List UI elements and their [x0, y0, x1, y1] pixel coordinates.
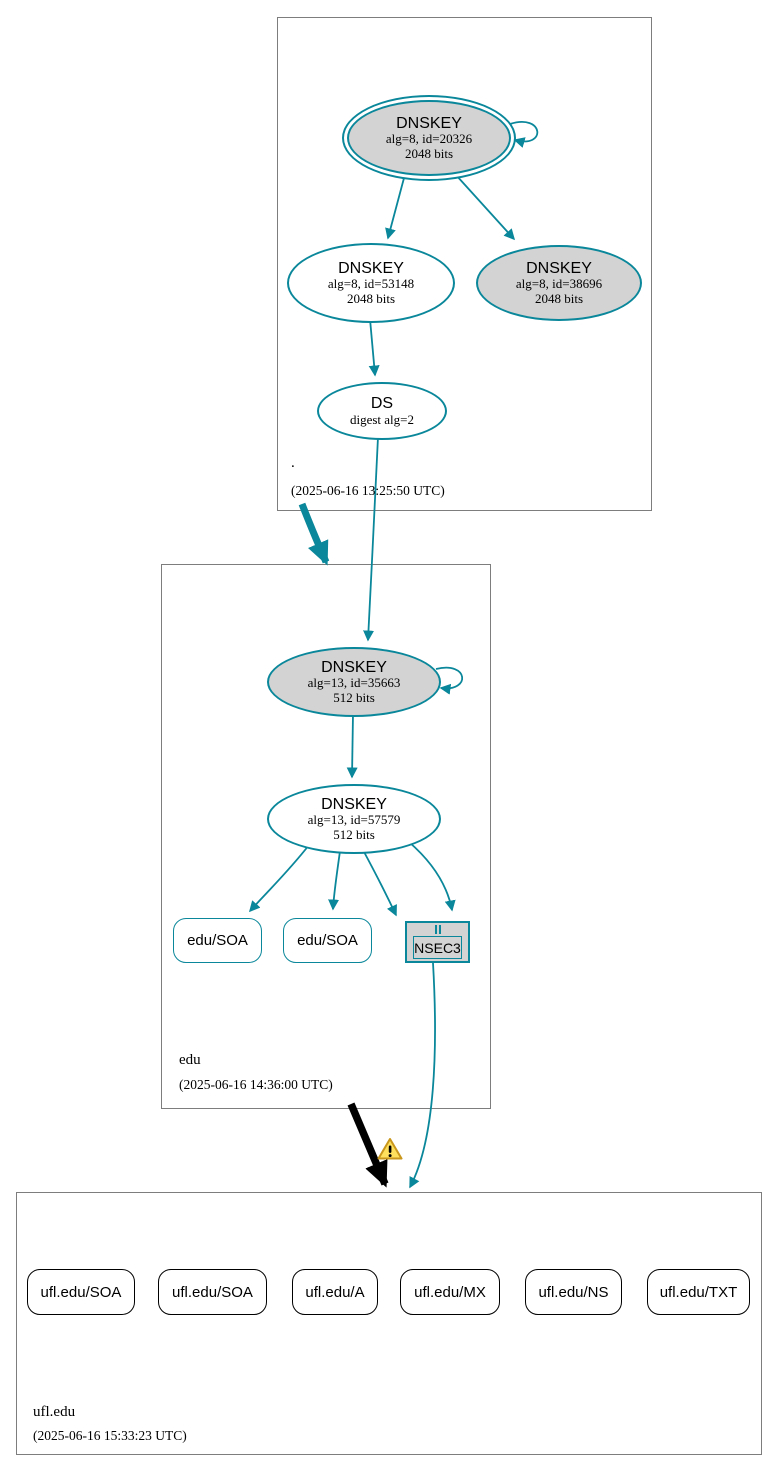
root-standby-detail: alg=8, id=38696 — [515, 276, 603, 292]
edge-edu-zsk-to-soa1 — [249, 844, 310, 913]
root-standby-bits: 2048 bits — [534, 290, 584, 306]
ufl-txt-label: ufl.edu/TXT — [659, 1283, 738, 1301]
edge-root-ksk-self-loop — [509, 121, 539, 148]
edge-root-ksk-to-standby — [455, 174, 516, 241]
edge-nsec3-to-ufl-zone — [409, 962, 436, 1189]
nsec3-header-cells — [434, 925, 441, 934]
ufl-ns-rrset[interactable]: ufl.edu/NS — [525, 1269, 622, 1315]
edu-zsk-bits: 512 bits — [333, 826, 375, 842]
ds-title: DS — [370, 394, 394, 412]
edge-edu-zsk-to-nsec3-left — [362, 849, 397, 917]
ds-detail: digest alg=2 — [349, 411, 415, 427]
zone-timestamp-ufl-edu: (2025-06-16 15:33:23 UTC) — [33, 1428, 187, 1443]
root-standby-dnskey-node[interactable]: DNSKEY alg=8, id=38696 2048 bits — [476, 245, 642, 321]
edu-soa-1-label: edu/SOA — [187, 932, 248, 949]
ufl-mx-rrset[interactable]: ufl.edu/MX — [400, 1269, 500, 1315]
edu-ksk-title: DNSKEY — [321, 658, 387, 676]
zone-label-edu: edu — [179, 1052, 201, 1068]
root-zsk-dnskey-node[interactable]: DNSKEY alg=8, id=53148 2048 bits — [287, 243, 455, 323]
edu-ksk-detail: alg=13, id=35663 — [307, 675, 401, 691]
root-zsk-bits: 2048 bits — [346, 290, 396, 306]
zone-box-root — [277, 17, 652, 511]
ufl-soa-rrset-1[interactable]: ufl.edu/SOA — [27, 1269, 135, 1315]
zone-timestamp-edu: (2025-06-16 14:36:00 UTC) — [179, 1077, 333, 1092]
root-ksk-detail: alg=8, id=20326 — [385, 131, 473, 147]
edge-root-zsk-to-ds — [368, 318, 380, 377]
ufl-mx-label: ufl.edu/MX — [414, 1283, 486, 1301]
root-zsk-detail: alg=8, id=53148 — [327, 276, 415, 292]
edge-ds-to-edu-ksk — [363, 436, 379, 642]
ufl-soa-rrset-2[interactable]: ufl.edu/SOA — [158, 1269, 267, 1315]
edu-soa-2-label: edu/SOA — [297, 932, 358, 949]
nsec3-label: NSEC3 — [413, 936, 462, 959]
root-standby-title: DNSKEY — [526, 259, 592, 277]
ufl-txt-rrset[interactable]: ufl.edu/TXT — [647, 1269, 750, 1315]
root-ds-node[interactable]: DS digest alg=2 — [317, 382, 447, 440]
nsec3-cell-right — [438, 925, 441, 934]
root-zsk-title: DNSKEY — [338, 259, 404, 277]
zone-box-ufl-edu — [16, 1192, 762, 1455]
ufl-a-label: ufl.edu/A — [305, 1283, 365, 1301]
edu-nsec3-node[interactable]: NSEC3 — [405, 921, 470, 963]
edge-edu-zsk-to-soa2 — [328, 850, 341, 911]
ufl-soa-1-label: ufl.edu/SOA — [40, 1283, 122, 1301]
edge-root-ksk-to-zsk — [385, 177, 405, 240]
edge-edu-ksk-to-zsk — [346, 713, 358, 779]
ufl-soa-2-label: ufl.edu/SOA — [172, 1283, 253, 1301]
nsec3-cell-left — [434, 925, 437, 934]
edu-ksk-bits: 512 bits — [333, 689, 375, 705]
edu-soa-rrset-1[interactable]: edu/SOA — [173, 918, 262, 963]
root-ksk-dnskey-inner: DNSKEY alg=8, id=20326 2048 bits — [347, 100, 511, 176]
root-ksk-title: DNSKEY — [396, 114, 462, 132]
edu-ksk-dnskey-node[interactable]: DNSKEY alg=13, id=35663 512 bits — [267, 647, 441, 717]
edu-zsk-detail: alg=13, id=57579 — [307, 812, 401, 828]
edu-zsk-dnskey-node[interactable]: DNSKEY alg=13, id=57579 512 bits — [267, 784, 441, 854]
root-ksk-bits: 2048 bits — [404, 145, 454, 161]
ufl-ns-label: ufl.edu/NS — [538, 1283, 609, 1301]
edge-delegation-edu-to-ufl — [347, 1102, 389, 1188]
edge-delegation-root-to-edu — [298, 502, 330, 566]
edge-edu-zsk-to-nsec3-right — [408, 841, 456, 912]
edu-soa-rrset-2[interactable]: edu/SOA — [283, 918, 372, 963]
edge-edu-ksk-self-loop — [435, 666, 464, 695]
zone-timestamp-root: (2025-06-16 13:25:50 UTC) — [291, 483, 445, 498]
zone-label-root: . — [291, 455, 295, 471]
ufl-a-rrset[interactable]: ufl.edu/A — [292, 1269, 378, 1315]
warning-icon[interactable] — [377, 1138, 403, 1160]
root-ksk-dnskey-node[interactable]: DNSKEY alg=8, id=20326 2048 bits — [342, 95, 516, 181]
edu-zsk-title: DNSKEY — [321, 795, 387, 813]
zone-label-ufl-edu: ufl.edu — [33, 1404, 76, 1420]
